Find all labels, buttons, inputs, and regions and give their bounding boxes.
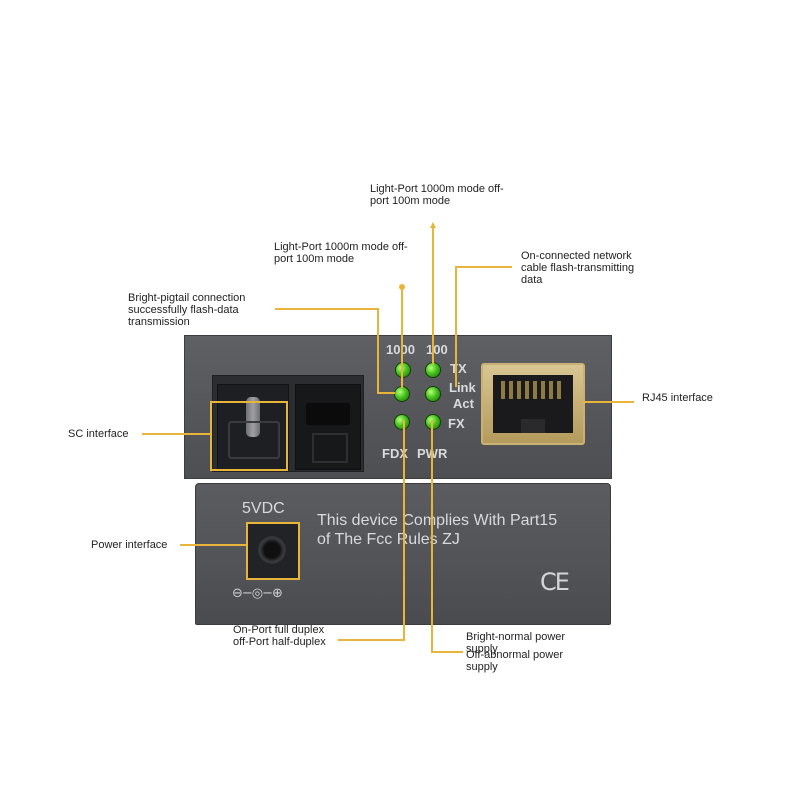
callout-power-interface: Power interface <box>91 539 167 551</box>
label-link: Link <box>449 380 476 395</box>
callout-line: off-Port half-duplex <box>233 636 326 648</box>
callout-rj45-interface: RJ45 interface <box>642 392 713 404</box>
ce-mark-icon: CE <box>540 568 570 596</box>
callout-line: Power interface <box>91 539 168 551</box>
compliance-line-2: of The Fcc Rules ZJ <box>317 531 460 548</box>
voltage-label: 5VDC <box>242 500 285 517</box>
rj45-port <box>481 363 585 445</box>
callout-pigtail: Bright-pigtail connection successfully f… <box>128 292 245 328</box>
label-tx: TX <box>450 361 467 376</box>
callout-line: successfully flash-data <box>128 304 239 316</box>
arrow-tip-mid <box>399 284 405 290</box>
callout-line: SC interface <box>68 428 129 440</box>
arrow-tip-top <box>430 222 436 228</box>
callout-line: Light-Port 1000m mode off- <box>370 183 504 195</box>
sc-slot <box>306 403 350 425</box>
rj45-pins <box>501 381 565 399</box>
compliance-line-1: This device Complies With Part15 <box>317 512 558 529</box>
led-tx-indicator <box>425 362 441 378</box>
dc-jack-hole <box>258 536 286 564</box>
callout-sc-interface: SC interface <box>68 428 129 440</box>
led-link-act-indicator <box>425 386 441 402</box>
callout-network-cable: On-connected network cable flash-transmi… <box>521 250 634 286</box>
callout-line: transmission <box>128 316 190 328</box>
callout-line: On-connected network <box>521 250 632 262</box>
label-fdx: FDX <box>382 446 408 461</box>
led-fdx-indicator <box>394 414 410 430</box>
label-pwr: PWR <box>417 446 448 461</box>
sc-port-right <box>295 384 361 470</box>
sc-highlight-box <box>210 401 288 471</box>
polarity-icon: ⊖−◎−⊕ <box>232 586 283 601</box>
label-100: 100 <box>426 342 448 357</box>
callout-line: Bright-normal power <box>466 631 566 643</box>
led-1000-indicator <box>395 362 411 378</box>
callout-duplex: On-Port full duplex off-Port half-duplex <box>233 624 326 648</box>
callout-line: supply <box>466 643 498 655</box>
label-act: Act <box>453 396 474 411</box>
callout-line: port 100m mode <box>370 195 451 207</box>
callout-line: port 100m mode <box>274 253 355 265</box>
callout-line: supply <box>466 661 498 673</box>
callout-line: RJ45 interface <box>642 392 713 404</box>
callout-line: Bright-pigtail connection <box>128 292 246 304</box>
callout-line: On-Port full duplex <box>233 624 325 636</box>
label-1000: 1000 <box>386 342 415 357</box>
sc-ferrule <box>246 397 260 437</box>
callout-port-1000m-top: Light-Port 1000m mode off- port 100m mod… <box>370 183 504 207</box>
callout-power-supply: Bright-normal power supply Off-abnormal … <box>466 631 565 673</box>
led-pwr-indicator <box>425 414 441 430</box>
label-fx: FX <box>448 416 465 431</box>
callout-line: Off-abnormal power <box>466 649 564 661</box>
led-link-1000-indicator <box>394 386 410 402</box>
callout-port-1000m-mid: Light-Port 1000m mode off- port 100m mod… <box>274 241 408 265</box>
rj45-tab <box>521 419 545 433</box>
rj45-jack <box>493 375 573 433</box>
callout-line: Light-Port 1000m mode off- <box>274 241 408 253</box>
sc-key <box>228 421 280 459</box>
callout-line: data <box>521 274 543 286</box>
callout-line: cable flash-transmitting <box>521 262 635 274</box>
dc-power-jack <box>246 522 300 580</box>
sc-clip <box>312 433 348 463</box>
